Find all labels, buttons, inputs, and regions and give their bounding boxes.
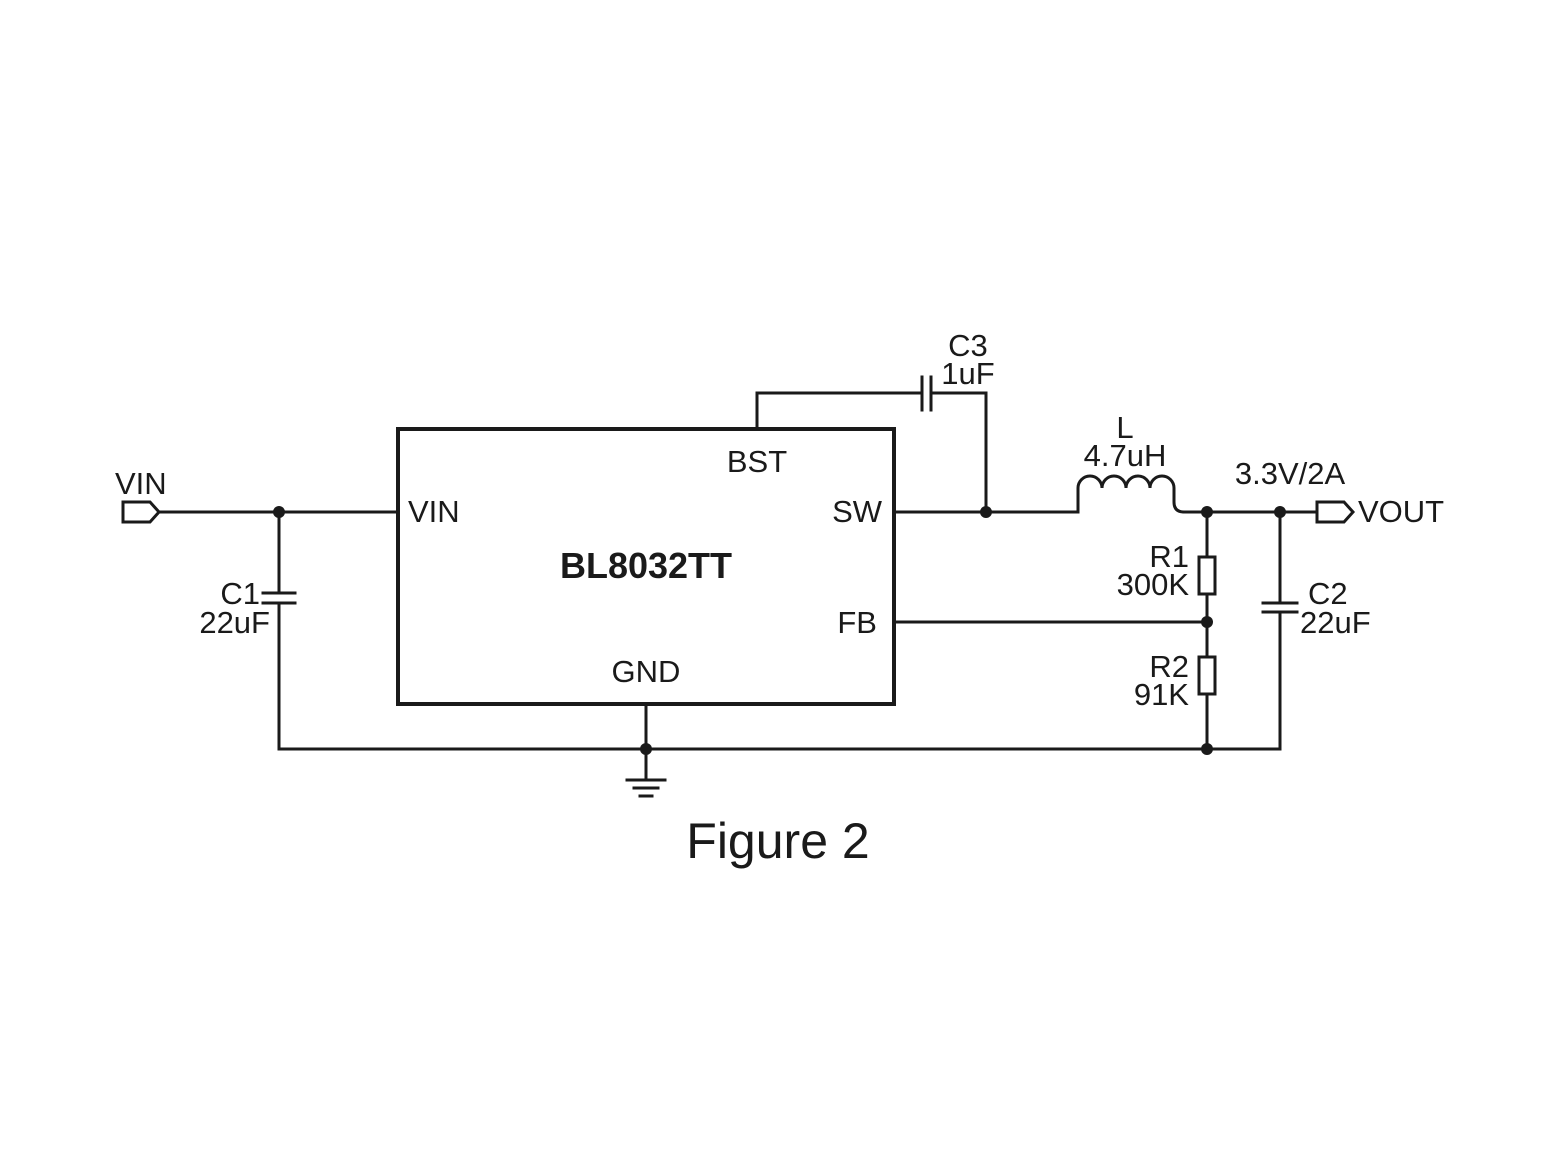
vin-port-symbol	[121, 500, 162, 524]
inductor-value: 4.7uH	[1084, 438, 1167, 473]
figure-caption: Figure 2	[686, 813, 869, 869]
ic-pin-vin: VIN	[408, 494, 460, 529]
ground-symbol	[625, 778, 667, 798]
c1-ref: C1	[220, 576, 260, 611]
c3-capacitor-symbol	[755, 375, 988, 514]
r1-ref: R1	[1149, 539, 1189, 574]
vin-port-label: VIN	[115, 466, 167, 501]
r1-resistor-symbol	[1197, 510, 1217, 659]
r1-value: 300K	[1117, 567, 1190, 602]
ic-pin-fb: FB	[837, 605, 877, 640]
ic-pin-bst: BST	[727, 444, 787, 479]
c1-value: 22uF	[199, 605, 270, 640]
c2-capacitor-symbol	[1205, 510, 1299, 751]
ground-junction-divider	[1201, 743, 1213, 755]
inductor-ref: L	[1116, 410, 1133, 445]
vout-port-label: VOUT	[1358, 494, 1444, 529]
r2-resistor-symbol	[1197, 655, 1217, 751]
ic-pin-gnd: GND	[612, 654, 681, 689]
vout-rating: 3.3V/2A	[1235, 456, 1346, 491]
c3-value: 1uF	[941, 356, 994, 391]
ic-body	[396, 427, 896, 706]
c3-ref: C3	[948, 328, 988, 363]
sw-junction	[980, 506, 992, 518]
c2-ref: C2	[1308, 576, 1348, 611]
c2-value: 22uF	[1300, 605, 1371, 640]
ic-part-label: BL8032TT	[560, 545, 732, 586]
inductor-symbol	[1076, 474, 1186, 514]
ic-pin-sw: SW	[832, 494, 883, 529]
r2-value: 91K	[1134, 677, 1189, 712]
vout-port-symbol	[1315, 500, 1356, 524]
fb-junction	[1201, 616, 1213, 628]
r2-ref: R2	[1149, 649, 1189, 684]
c1-capacitor-symbol	[261, 510, 297, 751]
ground-junction-ic	[640, 743, 652, 755]
